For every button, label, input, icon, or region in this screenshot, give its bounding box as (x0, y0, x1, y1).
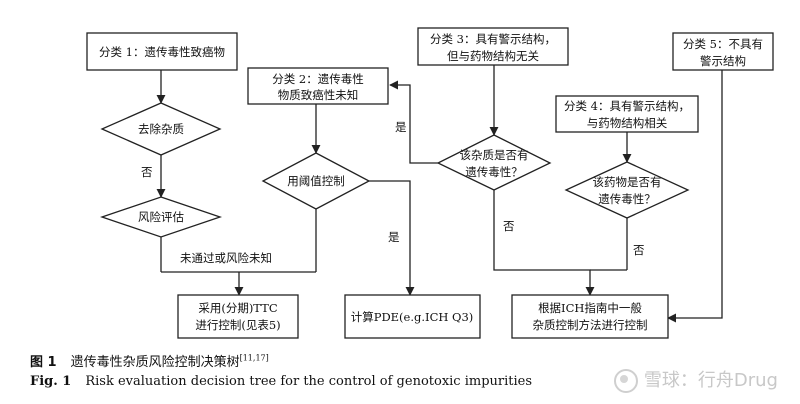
node-class4-line1: 分类 4：具有警示结构， (564, 99, 690, 113)
node-class1-text: 分类 1：遗传毒性致癌物 (99, 45, 225, 59)
decision-threshold-text: 用阈值控制 (287, 174, 345, 188)
decision-risk-assessment (99, 196, 223, 238)
node-ich-line1: 根据ICH指南中一般 (538, 301, 642, 315)
decision-drug-genotoxic-line1: 该药物是否有 (593, 175, 662, 189)
decision-drug-genotoxic (564, 161, 690, 219)
decision-tree-diagram: 分类 1：遗传毒性致癌物 分类 2：遗传毒性 物质致癌性未知 分类 3：具有警示… (86, 27, 774, 339)
decision-impurity-genotoxic-line2: 遗传毒性？ (465, 165, 523, 179)
node-class5-line1: 分类 5：不具有 (683, 37, 763, 51)
node-class3-line1: 分类 3：具有警示结构， (430, 32, 556, 46)
caption-chinese: 图 1 遗传毒性杂质风险控制决策树[11,17] (30, 351, 269, 370)
caption-cn-text: 遗传毒性杂质风险控制决策树 (70, 355, 240, 370)
node-class3 (417, 27, 569, 66)
label-yes-threshold: 是 (388, 230, 400, 244)
node-class2-line1: 分类 2：遗传毒性 (272, 72, 363, 86)
node-pde-text: 计算PDE(e.g.ICH Q3) (351, 310, 474, 324)
watermark-text: 雪球：行舟Drug (643, 370, 778, 391)
decision-drug-genotoxic-line2: 遗传毒性？ (598, 192, 656, 206)
caption-english: Fig. 1 Risk evaluation decision tree for … (30, 374, 532, 389)
edge-genotoxic-class2 (389, 80, 438, 164)
node-class4-line2: 与药物结构相关 (587, 116, 668, 130)
edge-class5-ich (667, 70, 723, 323)
node-class5-line2: 警示结构 (700, 54, 746, 68)
decision-risk-assessment-text: 风险评估 (138, 210, 184, 224)
decision-remove-impurity (100, 102, 222, 156)
node-class4 (555, 95, 699, 133)
edge-genotoxic-ich (493, 190, 595, 296)
node-class3-line2: 但与药物结构无关 (447, 49, 539, 63)
node-class2 (247, 67, 389, 105)
edge-threshold-pde (369, 180, 415, 296)
decision-threshold (261, 152, 371, 210)
watermark: 雪球：行舟Drug (613, 366, 778, 393)
node-class1 (86, 32, 238, 71)
node-ttc-line2: 进行控制(见表5) (195, 318, 280, 332)
node-ich-line2: 杂质控制方法进行控制 (533, 318, 648, 332)
node-class5 (672, 32, 774, 71)
node-ich (511, 294, 669, 339)
decision-impurity-genotoxic (436, 134, 552, 191)
caption-en-text: Risk evaluation decision tree for the co… (85, 374, 533, 389)
label-fail: 未通过或风险未知 (180, 251, 272, 265)
label-no-genotoxic: 否 (503, 219, 515, 233)
caption-cn-fig: 图 1 (30, 355, 57, 370)
watermark-logo-icon (613, 369, 638, 393)
label-no-drug: 否 (633, 243, 645, 257)
caption-cn-ref: [11,17] (239, 353, 269, 363)
label-no-remove: 否 (141, 165, 153, 179)
label-yes-genotoxic: 是 (395, 120, 407, 134)
decision-impurity-genotoxic-line1: 该杂质是否有 (460, 148, 529, 162)
node-class2-line2: 物质致癌性未知 (278, 88, 359, 102)
node-pde (344, 294, 481, 339)
decision-remove-impurity-text: 去除杂质 (138, 122, 184, 136)
node-ttc (177, 294, 299, 339)
caption-en-fig: Fig. 1 (30, 374, 72, 389)
node-ttc-line1: 采用(分期)TTC (198, 301, 278, 315)
